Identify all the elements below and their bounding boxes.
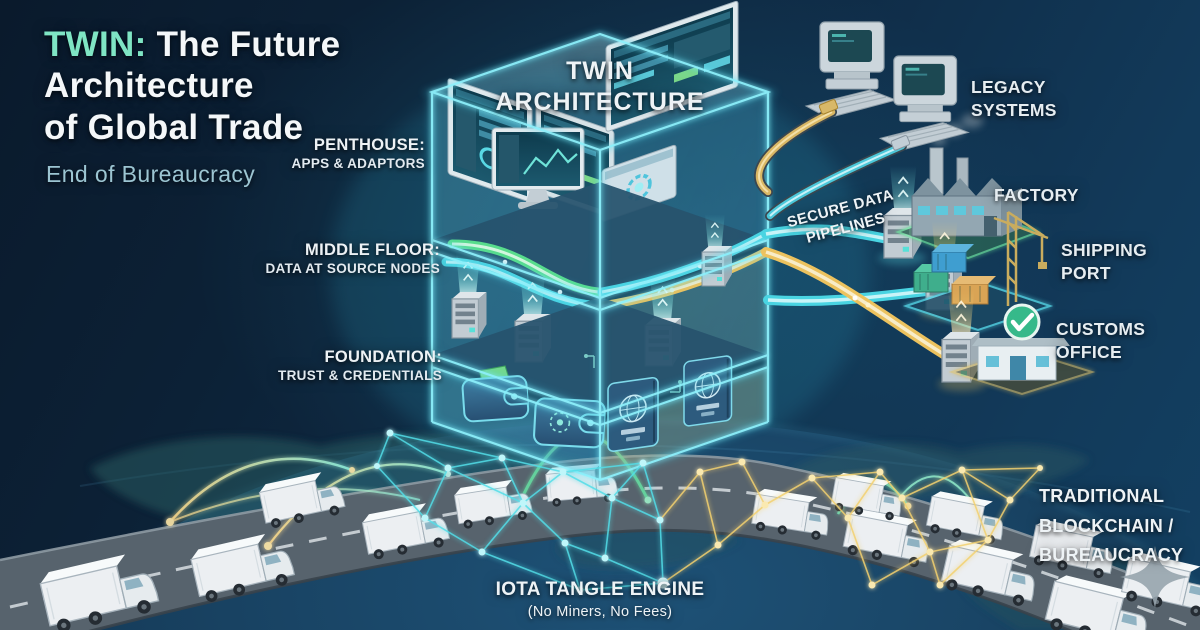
iota-tangle-mesh — [374, 429, 1043, 594]
traditional-blockchain-label: TRADITIONAL BLOCKCHAIN / BUREAUCRACY — [1039, 486, 1184, 566]
dashboard-panel-icon — [605, 0, 739, 132]
crane-icon — [993, 210, 1049, 306]
legacy-systems-label: LEGACY SYSTEMS — [971, 77, 1057, 120]
customs-office-label: CUSTOMS OFFICE — [1056, 319, 1146, 362]
tangle-gold-nodes — [696, 458, 1043, 589]
page-title: TWIN: The Future Architecture of Global … — [44, 25, 341, 147]
check-icon — [1003, 303, 1041, 341]
penthouse-label: PENTHOUSE: APPS & ADAPTORS — [291, 136, 425, 171]
right-sites — [878, 114, 1096, 396]
page-subtitle: End of Bureaucracy — [46, 161, 256, 187]
tangle-teal-nodes — [374, 429, 669, 594]
legacy-cables — [754, 99, 911, 221]
star-icon — [1120, 546, 1190, 608]
title-accent: TWIN: — [44, 25, 147, 64]
cube-title: TWIN ARCHITECTURE — [495, 57, 705, 117]
foundation-label: FOUNDATION: TRUST & CREDENTIALS — [278, 348, 442, 383]
factory-label: FACTORY — [994, 185, 1079, 205]
legacy-computer-icon — [879, 55, 969, 151]
legacy-computer-icon — [805, 21, 897, 119]
server-node-icon — [451, 291, 488, 339]
legacy-systems — [754, 21, 969, 221]
shipping-port-label: SHIPPING PORT — [1061, 240, 1148, 283]
customs-office-icon — [948, 303, 1096, 396]
twin-architecture-cube — [421, 0, 779, 484]
middle-floor-label: MIDDLE FLOOR: DATA AT SOURCE NODES — [265, 241, 440, 276]
iota-tangle-engine-label: IOTA TANGLE ENGINE (No Miners, No Fees) — [495, 579, 705, 620]
